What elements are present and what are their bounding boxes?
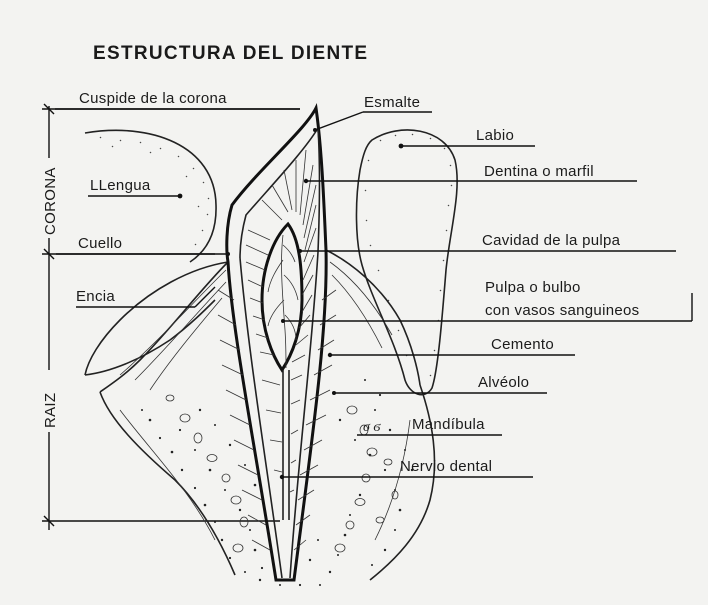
label-encia: Encia <box>76 288 115 305</box>
label-cuspide: Cuspide de la corona <box>79 90 227 107</box>
label-alveolo: Alvéolo <box>478 374 529 391</box>
label-pulpa-line1: Pulpa o bulbo <box>485 279 581 296</box>
leader-lines <box>55 108 693 478</box>
diagram-title: ESTRUCTURA DEL DIENTE <box>93 43 368 64</box>
bone-stipple <box>141 379 414 587</box>
label-dentina: Dentina o marfil <box>484 163 594 180</box>
label-cuello: Cuello <box>78 235 122 252</box>
label-lengua: LLengua <box>90 177 151 194</box>
label-cemento: Cemento <box>491 336 554 353</box>
tooth <box>217 103 337 582</box>
gum-and-bone <box>84 249 436 581</box>
label-cavidad: Cavidad de la pulpa <box>482 232 621 249</box>
raiz-side-label: RAIZ <box>42 393 59 428</box>
label-esmalte: Esmalte <box>364 94 420 111</box>
corona-side-label: CORONA <box>42 167 59 235</box>
label-pulpa-line2: con vasos sanguineos <box>485 302 639 319</box>
leader-dots <box>226 128 336 480</box>
bone-cavities <box>165 394 399 553</box>
label-mandibula: Mandíbula <box>412 416 485 433</box>
dimension-brackets <box>42 103 300 530</box>
label-labio: Labio <box>476 127 514 144</box>
label-nervio: Nervio dental <box>400 458 492 475</box>
tongue-shape <box>84 129 217 263</box>
bone-mark: σ ϭ <box>363 420 381 435</box>
